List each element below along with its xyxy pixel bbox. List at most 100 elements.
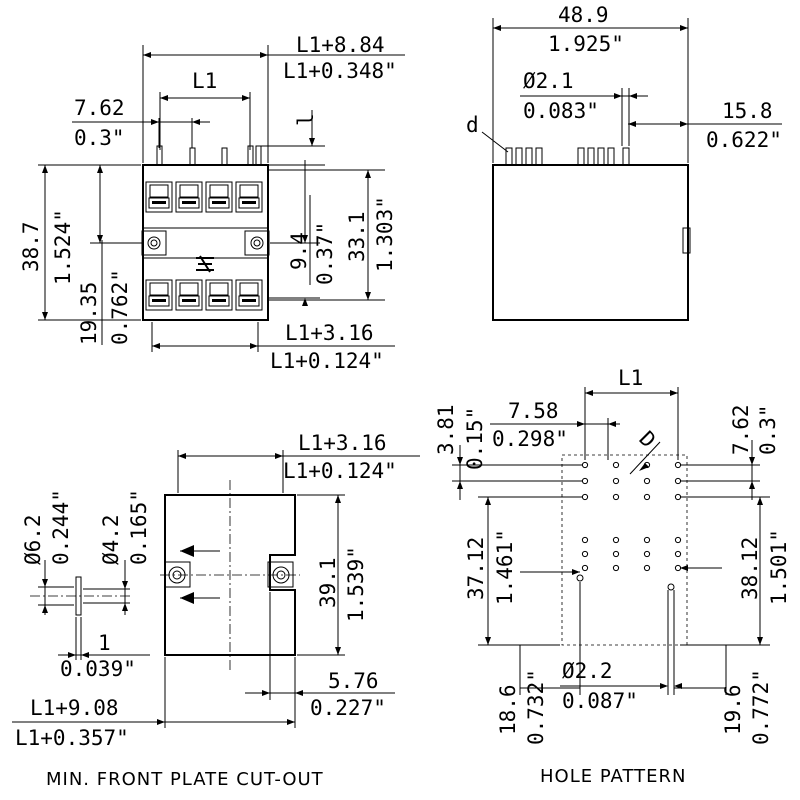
hole-row-gap-mm: 3.81 (434, 404, 458, 455)
front-screw-offset-mm: 9.4 (287, 232, 311, 270)
pcb-hole (674, 564, 682, 572)
front-bottom-width-mm: L1+3.16 (285, 321, 374, 345)
pcb-hole (581, 564, 589, 572)
cutout-screw-right (267, 561, 294, 588)
cutout-outer-mm: L1+9.08 (30, 696, 119, 720)
front-pins (156, 145, 262, 166)
side-pins (505, 147, 630, 166)
hole-right-height-in: 1.501" (767, 529, 791, 605)
pcb-hole (581, 536, 589, 544)
hole-dia-mm: Ø2.2 (562, 659, 613, 683)
screw-head-left (141, 230, 167, 256)
side-offset-mm: 15.8 (722, 99, 773, 123)
pcb-hole (674, 461, 682, 469)
cutout-view: L1+3.16 L1+0.124" 39.1 1.539" 5.76 0.227… (12, 431, 420, 790)
pcb-hole (581, 550, 589, 558)
hole-col-pitch-in: 0.298" (492, 427, 568, 451)
hole-left-height-in: 1.461" (493, 529, 517, 605)
front-half-height-in: 0.762" (108, 269, 132, 345)
logo-icon (196, 255, 214, 273)
pcb-hole (612, 461, 620, 469)
pcb-hole (643, 536, 651, 544)
washer-thk-in: 0.039" (60, 657, 136, 681)
side-pin-dia-in: 0.083" (523, 99, 599, 123)
pcb-hole (643, 564, 651, 572)
cutout-screw-left (164, 561, 191, 588)
hole-right-bottom-mm: 19.6 (721, 684, 745, 735)
pcb-hole (581, 477, 589, 485)
hole-pattern-caption: HOLE PATTERN (540, 766, 686, 787)
side-body (492, 164, 689, 321)
front-terminals-top (145, 181, 263, 213)
cutout-outer-in: L1+0.357" (15, 726, 129, 750)
washer-thk-mm: 1 (98, 631, 111, 655)
front-body-height-in: 1.303" (373, 196, 397, 272)
hole-row-gap-in: 0.15" (463, 407, 487, 470)
front-screw-offset-in: 0.37" (313, 222, 337, 285)
front-bottom-width-in: L1+0.124" (270, 349, 384, 373)
pcb-hole (674, 493, 682, 501)
pcb-hole (643, 477, 651, 485)
front-half-height-mm: 19.35 (77, 282, 101, 345)
side-pin-dia-mm: Ø2.1 (523, 69, 574, 93)
pcb-hole (612, 564, 620, 572)
hole-pattern-outline (561, 454, 688, 646)
hole-right-pitch-in: 0.3" (756, 404, 780, 455)
washer-outer-mm: Ø6.2 (21, 514, 45, 565)
front-pin-pitch-in: 0.3" (74, 126, 125, 150)
mount-hole-right (667, 583, 675, 591)
washer-detail (30, 576, 130, 616)
cutout-width-mm: L1+3.16 (298, 431, 387, 455)
screw-head-right (244, 230, 270, 256)
hole-d-label: D (634, 427, 660, 453)
mount-hole-left (576, 574, 584, 582)
cutout-caption: MIN. FRONT PLATE CUT-OUT (46, 769, 324, 790)
front-pin-length: l (294, 113, 318, 126)
front-body-height-mm: 33.1 (345, 211, 369, 262)
pcb-hole (674, 550, 682, 558)
washer-outer-in: 0.244" (49, 489, 73, 565)
cutout-flange-mm: 5.76 (328, 669, 379, 693)
pcb-hole (581, 461, 589, 469)
pcb-hole (581, 493, 589, 501)
hole-right-bottom-in: 0.772" (749, 669, 773, 745)
cutout-height-in: 1.539" (344, 546, 368, 622)
front-terminals-bottom (145, 279, 263, 311)
pcb-hole (643, 550, 651, 558)
front-pitch-label: L1 (192, 69, 217, 93)
side-offset-in: 0.622" (706, 128, 782, 152)
side-d-label: d (466, 113, 479, 137)
front-view: L1+8.84 L1+0.348" L1 7.62 0.3" l 38.7 1.… (19, 33, 405, 373)
pcb-hole (612, 536, 620, 544)
side-width-in: 1.925" (548, 32, 624, 56)
pcb-hole (612, 493, 620, 501)
hole-right-pitch-mm: 7.62 (729, 404, 753, 455)
front-width-in: L1+0.348" (283, 59, 397, 83)
washer-inner-mm: Ø4.2 (99, 514, 123, 565)
hole-pattern-view: L1 3.81 0.15" 7.58 0.298" D 7.62 0.3" (434, 366, 791, 787)
front-height-mm: 38.7 (19, 221, 43, 272)
cutout-width-in: L1+0.124" (283, 459, 397, 483)
hole-grid (581, 461, 682, 572)
side-view: 48.9 1.925" Ø2.1 0.083" 15.8 0.622" d (466, 3, 782, 321)
pcb-hole (612, 550, 620, 558)
pcb-hole (612, 477, 620, 485)
cutout-flange-in: 0.227" (310, 696, 386, 720)
hole-col-pitch-mm: 7.58 (508, 399, 559, 423)
hole-right-height-mm: 38.12 (738, 537, 762, 600)
washer-inner-in: 0.165" (127, 489, 151, 565)
pcb-hole (674, 477, 682, 485)
hole-dia-in: 0.087" (562, 689, 638, 713)
hole-pitch-label: L1 (618, 366, 643, 390)
pcb-hole (674, 536, 682, 544)
front-pin-pitch-mm: 7.62 (74, 96, 125, 120)
hole-left-bottom-mm: 18.6 (496, 684, 520, 735)
front-body (142, 164, 269, 321)
side-width-mm: 48.9 (558, 3, 609, 27)
front-height-in: 1.524" (51, 209, 75, 285)
front-width-mm: L1+8.84 (296, 33, 385, 57)
hole-left-height-mm: 37.12 (464, 537, 488, 600)
cutout-height-mm: 39.1 (316, 557, 340, 608)
pcb-hole (643, 493, 651, 501)
